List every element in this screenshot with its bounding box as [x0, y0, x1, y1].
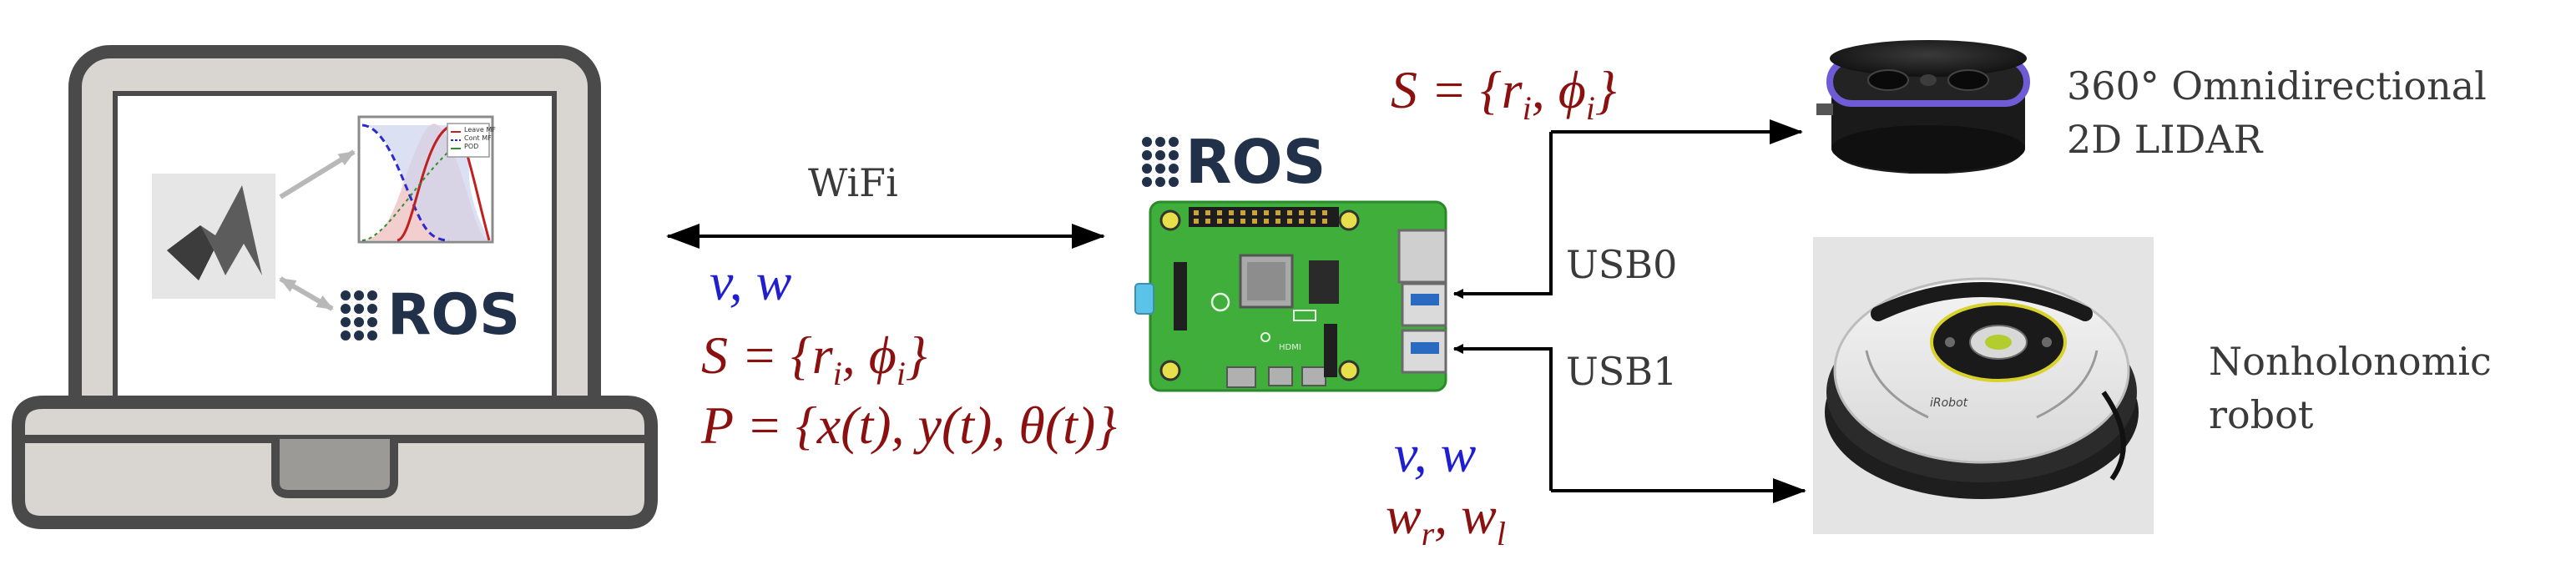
robot-device: [1813, 237, 2154, 534]
lidar-title-line2: 2D LIDAR: [2067, 117, 2263, 162]
usb0-label: USB0: [1566, 242, 1678, 287]
arrow-matlab-to-plot: [279, 149, 356, 199]
ethernet-port: [1397, 229, 1447, 284]
laptop-velocity-label: v, w: [710, 252, 792, 311]
laptop-scan-label: S = {ri, ϕi}: [701, 325, 927, 392]
plot-legend-2: Cont MF: [464, 134, 492, 142]
laptop: [12, 45, 658, 529]
usb1-label: USB1: [1566, 349, 1678, 394]
raspberry-pi: [1134, 137, 1447, 392]
lidar-scan-label: S = {ri, ϕi}: [1391, 60, 1617, 127]
pi-ros-logo-text: ROS: [1185, 127, 1326, 197]
laptop-pose-label: P = {x(t), y(t), θ(t)}: [701, 396, 1117, 455]
lidar-title-line1: 360° Omnidirectional: [2067, 63, 2487, 108]
plot-legend-3: POD: [464, 143, 479, 150]
robot-title-line1: Nonholonomic: [2209, 339, 2492, 384]
laptop-ros-dots: [341, 290, 377, 341]
robot-title-line2: robot: [2209, 392, 2314, 437]
touchpad-notch: [271, 439, 398, 498]
lidar-device: [1816, 40, 2030, 174]
raspberry-icon: [1210, 292, 1230, 312]
robot-brand: iRobot: [1930, 396, 1968, 410]
pi-ros-dots: [1142, 137, 1179, 187]
wifi-label: WiFi: [808, 160, 898, 205]
usb0-link: [1453, 119, 1803, 299]
robot-velocity-label: v, w: [1394, 424, 1477, 483]
usb1-link: [1453, 344, 1806, 503]
robot-wheel-speed-label: wr, wl: [1386, 486, 1506, 552]
membership-plot: [357, 115, 494, 244]
arrow-matlab-ros: [279, 276, 334, 311]
laptop-ros-logo-text: ROS: [387, 282, 521, 348]
plot-legend-1: Leave MF: [464, 126, 496, 134]
pi-hdmi-text: HDMI: [1279, 343, 1301, 352]
